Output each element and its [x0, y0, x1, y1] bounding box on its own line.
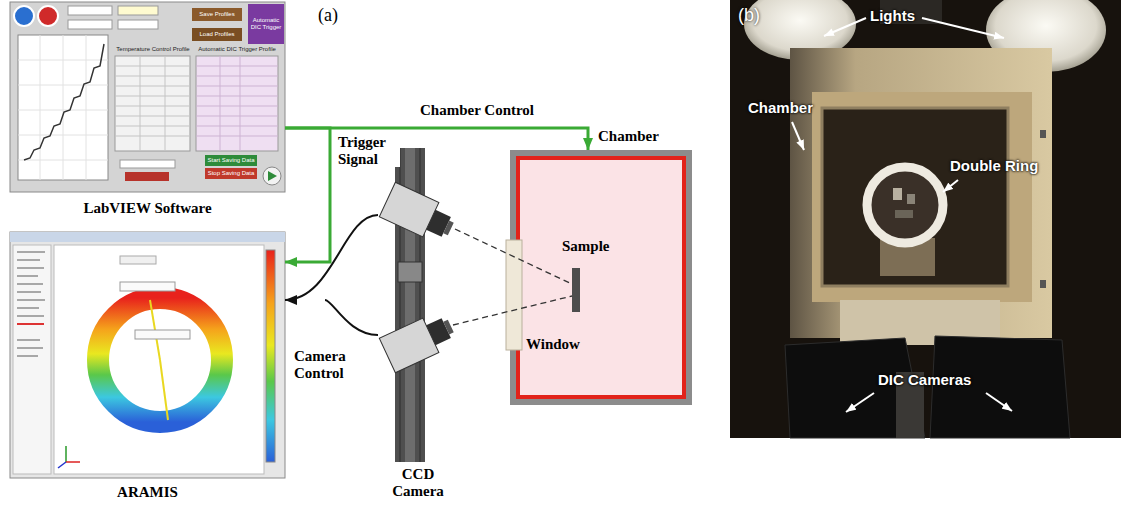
ccd-camera-rig: [379, 148, 459, 462]
node-label: LabVIEW Software: [10, 200, 285, 217]
setup-photo: [730, 0, 1121, 438]
part-label: Sample: [562, 238, 610, 255]
chamber-drawing: [453, 150, 692, 405]
node-label: ARAMIS: [10, 484, 285, 501]
panel-letter: (b): [738, 6, 760, 26]
edge-label: Trigger Signal: [336, 134, 400, 167]
software-screen: ARAMIS: [10, 232, 285, 478]
panel-letter: (a): [318, 6, 338, 26]
chamber-box: Chamber: [510, 150, 692, 405]
table-heading: Temperature Control Profile: [114, 46, 192, 53]
edge-label: Camera Control: [292, 348, 360, 381]
photo-label: Chamber: [748, 100, 813, 117]
camera-cable: [285, 215, 378, 335]
part-label: Window: [526, 336, 580, 353]
photo-label: Double Ring: [950, 158, 1038, 175]
labview-screenshot: [10, 2, 285, 192]
table-heading: Automatic DIC Trigger Profile: [196, 46, 278, 53]
node-label: Chamber: [598, 128, 659, 145]
photo-label: DIC Cameras: [878, 372, 971, 389]
photo-label: Lights: [870, 8, 915, 25]
button-text: Save Profiles: [192, 8, 242, 21]
edge-label: Chamber Control: [418, 102, 536, 119]
aramis-screenshot: [10, 232, 285, 478]
signal-line: [285, 128, 330, 262]
software-screen: LabVIEW Software: [10, 2, 285, 192]
button-text: Automatic DIC Trigger: [248, 4, 284, 44]
button-text: Load Profiles: [192, 28, 242, 41]
button-text: Start Saving Data: [205, 155, 257, 166]
node-label: CCD Camera: [384, 466, 452, 499]
camera-rig: CCD Camera: [378, 148, 458, 462]
button-text: Stop Saving Data: [205, 168, 257, 179]
